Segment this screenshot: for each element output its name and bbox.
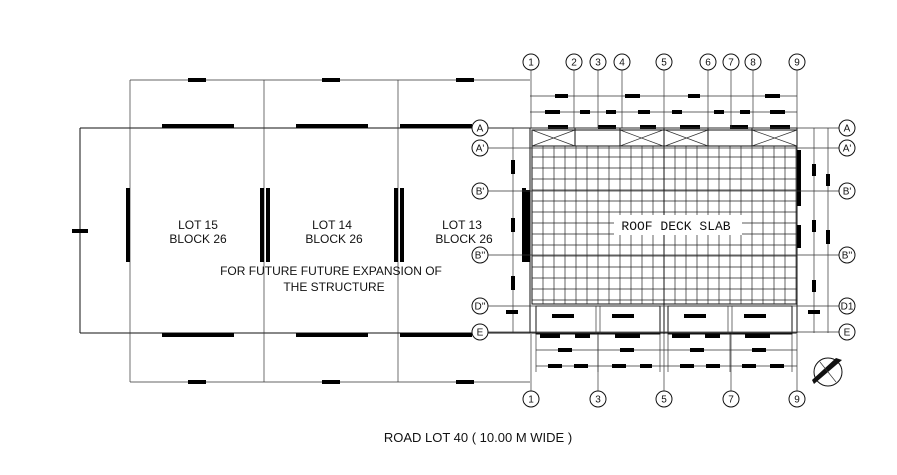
grid-bubble-top-label: 9 [794,58,800,69]
grid-bubble-left: D'' [471,297,489,315]
expansion-note-line2: THE STRUCTURE [283,280,384,294]
grid-bubble-left: E [471,323,489,341]
grid-bubble-bottom-label: 3 [595,395,601,406]
grid-bubble-left: B'' [471,246,489,264]
grid-bubble-bottom: 1 [522,390,540,408]
grid-bubble-left-label: E [477,328,484,339]
future-expansion-lots [72,78,530,384]
roof-deck-slab-label: ROOF DECK SLAB [621,219,730,234]
grid-bubble-left-label: B'' [475,251,486,262]
grid-bubble-right: E [838,323,856,341]
grid-bubble-left-label: A [477,124,484,135]
grid-bubble-top: 2 [565,53,583,71]
grid-bubble-left-label: B' [476,187,485,198]
grid-bubble-right: A [838,119,856,137]
grid-bubble-right-label: A [844,124,851,135]
grid-bubble-left: A [471,119,489,137]
grid-bubble-top: 6 [699,53,717,71]
grid-bubble-top: 3 [589,53,607,71]
grid-bubble-bottom: 5 [655,390,673,408]
grid-bubble-top: 4 [613,53,631,71]
grid-bubble-right: A' [838,139,856,157]
grid-bubble-left-label: A' [476,144,485,155]
grid-bubble-top-label: 1 [528,58,534,69]
roof-slab-grid [532,128,797,334]
grid-bubble-bottom: 7 [722,390,740,408]
grid-bubble-top-label: 8 [750,58,756,69]
roof-label-backing [614,215,742,235]
expansion-note-line1: FOR FUTURE FUTURE EXPANSION OF [220,264,442,278]
grid-bubble-left: A' [471,139,489,157]
grid-bubble-bottom-label: 7 [728,395,734,406]
grid-bubble-right-label: D1 [841,302,854,313]
grid-bubble-top: 9 [788,53,806,71]
north-arrow-icon [812,357,843,387]
lot-15-label: LOT 15 [178,218,218,232]
grid-bubble-right-label: B'' [842,251,853,262]
grid-bubble-top-label: 6 [705,58,711,69]
grid-bubble-bottom: 9 [788,390,806,408]
grid-bubble-top-label: 2 [571,58,577,69]
grid-bubble-top: 5 [655,53,673,71]
grid-bubble-top-label: 3 [595,58,601,69]
grid-bubble-top: 7 [722,53,740,71]
grid-bubble-bottom: 3 [589,390,607,408]
grid-bubble-top: 1 [522,53,540,71]
grid-bubble-right-label: A' [843,144,852,155]
lot-14-block-label: BLOCK 26 [305,232,363,246]
grid-bubble-left: B' [471,182,489,200]
grid-bubble-top-label: 7 [728,58,734,69]
grid-bubble-right-label: E [844,328,851,339]
lot-14-label: LOT 14 [312,218,352,232]
grid-bubble-right: D1 [838,297,856,315]
grid-bubble-left-label: D'' [474,302,485,313]
grid-bubble-bottom-label: 1 [528,395,534,406]
lot-13-label: LOT 13 [442,218,482,232]
road-lot-label: ROAD LOT 40 ( 10.00 M WIDE ) [384,430,572,445]
grid-bubble-right: B'' [838,246,856,264]
grid-bubble-right: B' [838,182,856,200]
grid-bubble-top-label: 5 [661,58,667,69]
grid-bubble-right-label: B' [843,187,852,198]
grid-bubble-top: 8 [744,53,762,71]
grid-bubble-bottom-label: 5 [661,395,667,406]
lot-13-block-label: BLOCK 26 [435,232,493,246]
grid-bubble-top-label: 4 [619,58,625,69]
lot-15-block-label: BLOCK 26 [169,232,227,246]
grid-bubble-bottom-label: 9 [794,395,800,406]
